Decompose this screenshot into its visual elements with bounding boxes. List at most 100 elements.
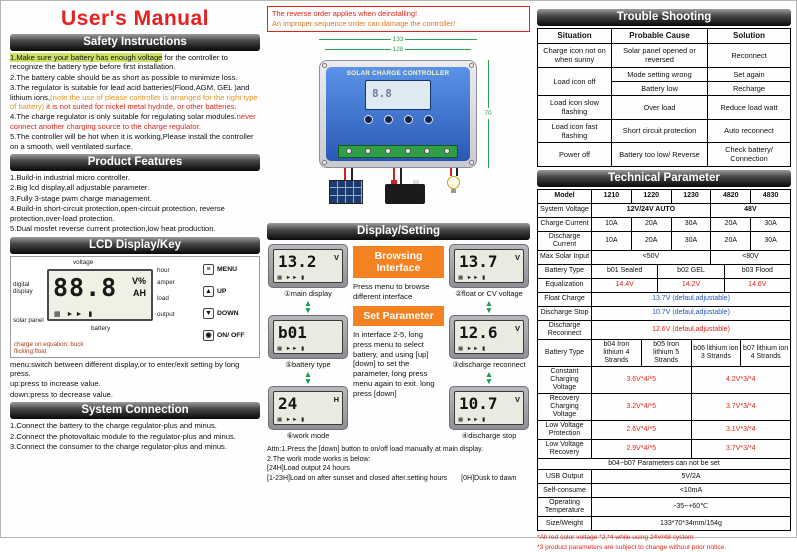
attn-mode-0h: [0H]Dusk to dawn bbox=[461, 474, 517, 482]
tech-row-operating-temperature: Operating Temperature -35~+60℃ bbox=[538, 497, 790, 517]
panel-value: 12.6 bbox=[459, 323, 498, 343]
table-header-row: Situation Probable Cause Solution bbox=[537, 28, 791, 44]
tech-cell: 5V/2A bbox=[681, 472, 701, 480]
ds-center-column: Browsing Interface Press menu to browse … bbox=[353, 244, 444, 441]
lcd-digits: 88.8 bbox=[53, 272, 118, 302]
up-button: ▲UP bbox=[203, 285, 226, 297]
tech-row-constant-charging: Constant Charging Voltage 3.6V*4/*5 4.2V… bbox=[538, 365, 790, 393]
tech-cell: <80V bbox=[742, 253, 759, 261]
wire bbox=[344, 167, 346, 180]
footnote-parameters: *3 product parameters are subject to cha… bbox=[537, 543, 727, 551]
tech-label: Model bbox=[538, 189, 592, 203]
ts-cell: Load icon slow flashing bbox=[537, 95, 612, 120]
page-title: User's Manual bbox=[60, 7, 210, 30]
tech-cell: b03 Flood bbox=[741, 267, 773, 275]
label-load: load bbox=[157, 294, 169, 302]
label-hour: hour bbox=[157, 266, 170, 274]
tech-cell: 2.9V*4/*5 bbox=[592, 440, 692, 459]
menu-icon: ≡ bbox=[203, 263, 214, 275]
panel-unit: V bbox=[333, 252, 339, 262]
ts-cell: Check battery/ Connection bbox=[707, 142, 791, 167]
safety-note: (note the use of please controller is ar… bbox=[10, 92, 258, 112]
panel-label-discharge-reconnect: ③discharge reconnect bbox=[452, 360, 526, 370]
controller-body: SOLAR CHARGE CONTROLLER 8.8 bbox=[319, 59, 477, 168]
panel-label-battery-type: ⑤battery type bbox=[285, 360, 331, 370]
ts-cell: Load icon fast flashing bbox=[537, 118, 612, 143]
middle-column: The reverse order applies when deinstall… bbox=[267, 6, 530, 483]
charge-note-line2: flicking:float bbox=[14, 348, 47, 356]
feature-item: 5.Dual mosfet reverse current protection… bbox=[10, 224, 216, 234]
tech-row-low-voltage-recovery: Low Voltage Recovery 2.9V*4/*5 3.7V*3/*4 bbox=[538, 439, 790, 459]
label-output: output bbox=[157, 310, 175, 318]
tech-row-equalization: Equalization 14.4V 14.2V 14.6V bbox=[538, 277, 790, 292]
tech-cell: 2.6V*4/*5 bbox=[592, 421, 692, 440]
attn-line: Attn:1.Press the [down] button to on/off… bbox=[267, 446, 484, 454]
ts-cell: Solar panel opened or reversed bbox=[611, 43, 708, 68]
lcd-diagram: voltage digital display solar panel 88.8… bbox=[10, 255, 260, 358]
key-descriptions: menu:switch between different display,or… bbox=[10, 360, 260, 400]
tech-cell: 20A bbox=[632, 217, 672, 231]
tech-cell: <10mA bbox=[679, 486, 703, 494]
tech-label: Discharge Reconnect bbox=[538, 320, 592, 339]
on-off-button: ◉ON/ OFF bbox=[203, 329, 245, 341]
tech-cell: 13.7V (defaul,adjustable) bbox=[652, 295, 730, 303]
set-parameter-desc: In interface 2-5, long press menu to sel… bbox=[353, 329, 435, 399]
panel-label-work-mode: ⑥work mode bbox=[286, 431, 330, 441]
terminal-screw-icon bbox=[404, 148, 411, 155]
safety-text: for the controller to recognize the batt… bbox=[10, 53, 228, 72]
panel-unit: H bbox=[333, 395, 339, 405]
ts-cell: Load icon off bbox=[537, 66, 612, 96]
panel-label-float-voltage: ②float or CV voltage bbox=[455, 288, 523, 298]
controller-face: SOLAR CHARGE CONTROLLER 8.8 bbox=[326, 66, 470, 161]
tech-label: Operating Temperature bbox=[538, 498, 592, 517]
tech-row-discharge-reconnect: Discharge Reconnect 12.6V (defaul,adjust… bbox=[538, 319, 790, 339]
ts-cell: Battery too low/ Reverse bbox=[611, 142, 708, 167]
tech-cell: 30A bbox=[764, 236, 777, 244]
attn-line: [24H]Load output 24 hours bbox=[267, 465, 350, 473]
up-arrow-icon: ▲ bbox=[203, 285, 214, 297]
tech-row-max-solar: Max Solar Input <50V <80V bbox=[538, 249, 790, 264]
tech-cell: <50V bbox=[592, 250, 711, 264]
terminal-screw-icon bbox=[365, 148, 372, 155]
menu-button-label: MENU bbox=[217, 265, 238, 273]
tech-cell: 4.2V*3/*4 bbox=[725, 375, 756, 383]
table-row: Charge icon not on when sunny Solar pane… bbox=[537, 43, 791, 68]
tech-cell: 1210 bbox=[592, 189, 632, 203]
safety-instructions: 1.Make sure your battery has enough volt… bbox=[10, 53, 260, 151]
tech-label: Battery Type bbox=[538, 264, 592, 278]
battery-icon bbox=[385, 179, 425, 204]
dimension-label: 128 bbox=[392, 45, 404, 53]
dimension-133: 133 bbox=[319, 36, 477, 43]
tech-row-float-charge: Float Charge 13.7V (defaul,adjustable) bbox=[538, 291, 790, 306]
charge-mode-note: charge on:equation: buck flicking:float bbox=[14, 341, 84, 357]
tech-cell: 10A bbox=[592, 231, 632, 250]
ts-cell: Over load bbox=[611, 95, 708, 120]
system-item: 1.Connect the battery to the charge regu… bbox=[10, 421, 217, 431]
up-down-arrow-icon: ▲▼ bbox=[303, 369, 313, 386]
tech-cell: b05 Iron lithium 5 Strands bbox=[642, 339, 692, 366]
tech-cell: 10.7V (defaul,adjustable) bbox=[652, 309, 730, 317]
tech-cell: 30A bbox=[672, 217, 712, 231]
tech-label: Max Solar Input bbox=[538, 250, 592, 264]
panel-value: 10.7 bbox=[459, 394, 498, 414]
terminal-screw-icon bbox=[345, 148, 352, 155]
panel-status-icons: ▦ ►► ▮ bbox=[277, 346, 306, 353]
panel-unit: V bbox=[514, 395, 520, 405]
footnotes: *All red color voltage *2,*4 while using… bbox=[537, 533, 791, 551]
tech-cell: 10A bbox=[592, 217, 632, 231]
label-battery: battery bbox=[91, 324, 111, 332]
dimension-label: 133 bbox=[392, 35, 404, 43]
tech-cell: 20A bbox=[711, 231, 752, 250]
ts-cell: Reconnect bbox=[707, 43, 791, 68]
section-header-display-setting: Display/Setting bbox=[267, 222, 530, 240]
tech-cell: b04 Iron lithium 4 Strands bbox=[592, 339, 642, 366]
ts-cell: Battery low bbox=[611, 80, 708, 97]
section-header-safety: Safety Instructions bbox=[10, 34, 260, 51]
panel-status-icons: ▦ ►► ▮ bbox=[277, 417, 306, 424]
ts-cell: Reduce load watt bbox=[707, 95, 791, 120]
